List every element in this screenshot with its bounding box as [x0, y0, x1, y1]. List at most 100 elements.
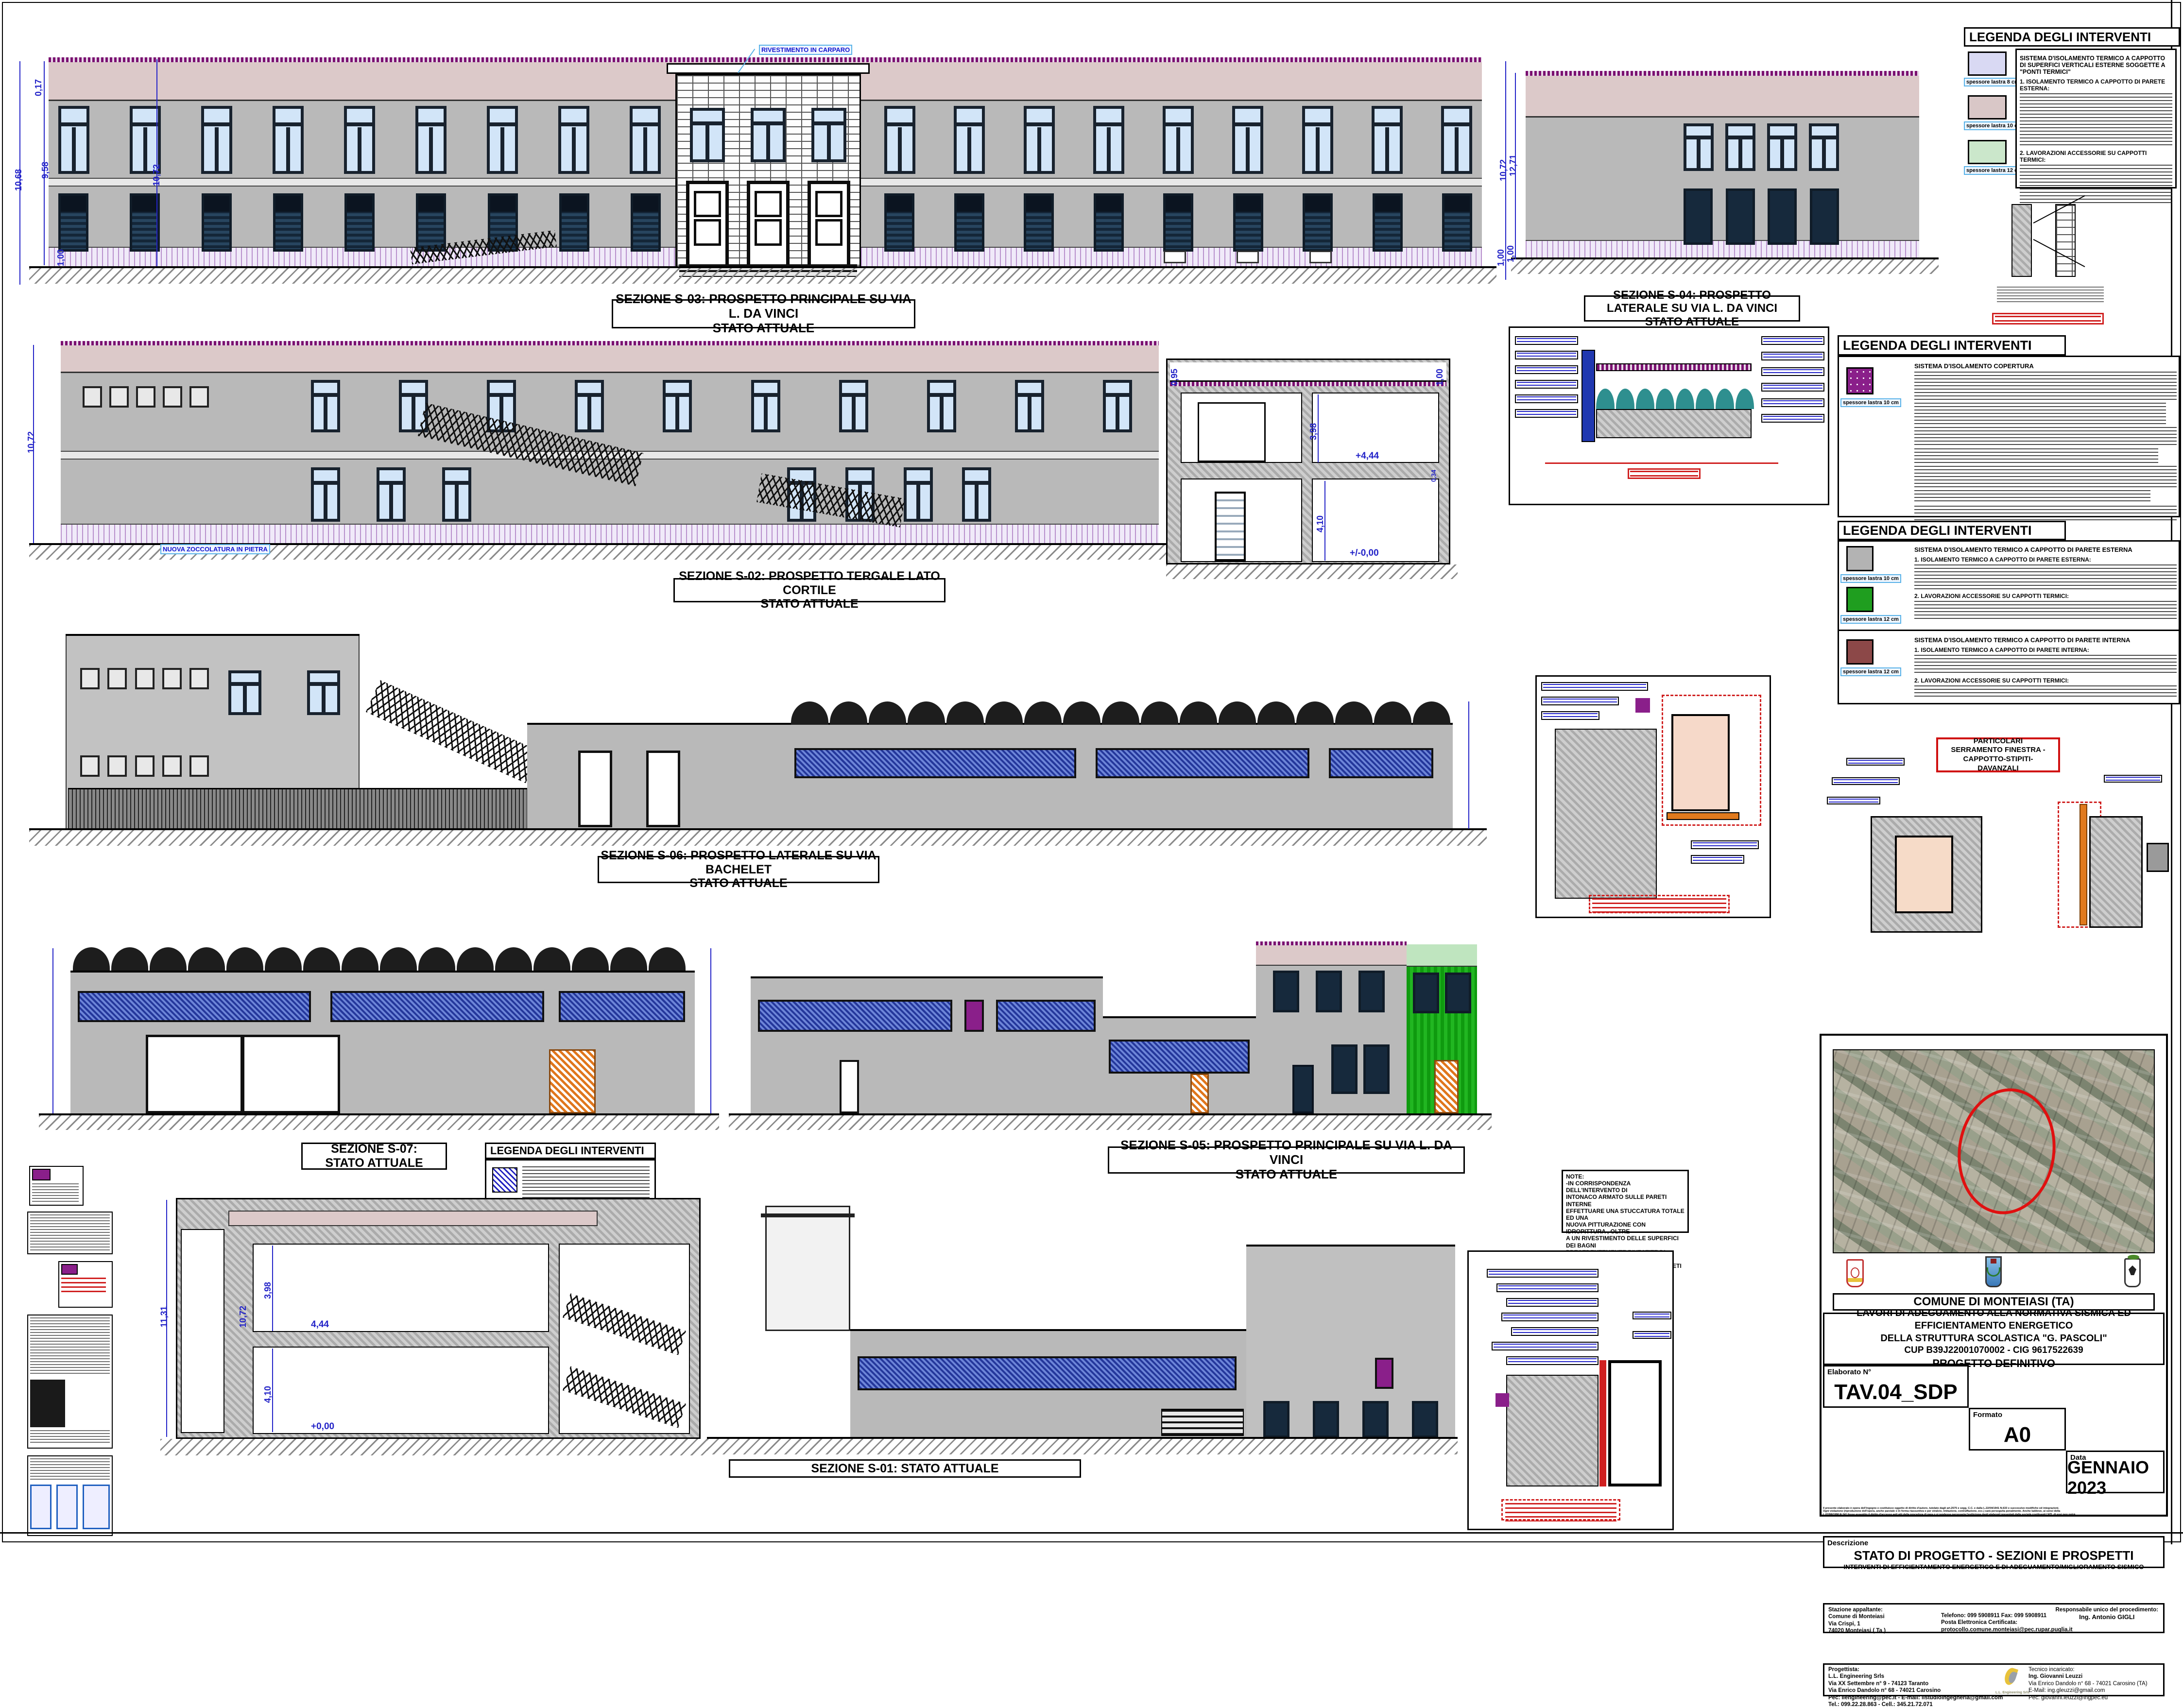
s01-ground-hatch: [160, 1439, 709, 1455]
tb-tec-label: Tecnico incaricato:: [2028, 1667, 2075, 1673]
legend-top-label-8cm: spessore lastra 8 cm: [1964, 78, 2022, 86]
window-detail-leader-label: [1691, 840, 1759, 849]
legend-mid-swatch-label: spessore lastra 10 cm: [1840, 398, 1901, 407]
s01-left-slice: [181, 1229, 224, 1433]
tb-prog-line: Via Enrico Dandolo n° 68 - 74021 Carosin…: [1828, 1688, 1941, 1694]
s05-magenta-window: [964, 1000, 984, 1032]
crest-eagle: [2129, 1265, 2136, 1275]
tb-descrizione-label: Descrizione: [1827, 1539, 1869, 1547]
roof-detail-slab: [1596, 409, 1752, 438]
swatch-label: spessore lastra 10 cm: [1843, 400, 1899, 406]
shuttered-window: [1163, 193, 1193, 252]
s06-hall-door: [646, 751, 680, 827]
s02-ground-line: [29, 543, 1166, 545]
shuttered-window: [1725, 188, 1755, 245]
shuttered-window: [1362, 1401, 1389, 1438]
mini-simulated-red-text: [61, 1278, 106, 1294]
dim-label: 10,72: [26, 431, 36, 454]
site-aerial-map: [1833, 1049, 2155, 1253]
s05-green-windows: [1413, 973, 1471, 1013]
s06-small-windows-row2: [80, 755, 209, 777]
vault-arc: [908, 701, 945, 725]
s05-door: [840, 1060, 859, 1113]
s06-vaulted-roof: [791, 701, 1452, 725]
vault-arc: [1141, 701, 1178, 725]
small-window: [107, 668, 127, 689]
particolari-leader-label: [1846, 758, 1905, 766]
mini-simulated-text: [30, 1317, 110, 1376]
sec2-roof-hatch: [1170, 382, 1446, 386]
dim-line: [1505, 61, 1506, 280]
vault-arc: [150, 947, 187, 971]
level-label: 4,44: [311, 1319, 329, 1330]
s05-right-upper-windows: [1273, 971, 1385, 1012]
entrance-door: [747, 181, 790, 271]
legend-low-heading-ext: SISTEMA D'ISOLAMENTO TERMICO A CAPPOTTO …: [1914, 546, 2132, 553]
wall-layer-caption-simulated: [1997, 287, 2104, 303]
window: [751, 108, 786, 162]
shuttered-window: [1684, 188, 1713, 245]
vault-arc: [342, 947, 378, 971]
vault-arc: [946, 701, 984, 725]
vault-arc: [1656, 389, 1674, 409]
s02-title-line1: SEZIONE S-02: PROSPETTO TERGALE LATO COR…: [679, 569, 940, 597]
window-detail-wall: [1555, 729, 1657, 899]
s07-opening-mullion: [241, 1035, 244, 1113]
s05-right-lower-windows: [1331, 1044, 1390, 1094]
r5-ground-line: [707, 1437, 1458, 1439]
tb-stazione-line: protocollo.comune.monteiasi@pec.rupar.pu…: [1941, 1626, 2073, 1633]
window-detail-leader-label: [1541, 711, 1599, 720]
legend-low-heading-int: SISTEMA D'ISOLAMENTO TERMICO A CAPPOTTO …: [1914, 636, 2131, 644]
shuttered-window: [1313, 1401, 1339, 1438]
s06-ground-hatch: [29, 830, 1487, 846]
vault-arc: [791, 701, 828, 725]
vault-arc: [1102, 701, 1139, 725]
shuttered-window: [1413, 973, 1439, 1013]
dim-line: [272, 1349, 273, 1432]
crest-leaves: [2128, 1255, 2139, 1260]
legend-low-lead-ext1: 1. ISOLAMENTO TERMICO A CAPPOTTO DI PARE…: [1914, 556, 2091, 563]
legend-body-simulated-text: [1914, 427, 2177, 445]
roof-detail-leader-label: [1761, 352, 1824, 360]
s05-green-band: [1407, 944, 1477, 967]
note-box: NOTE: -IN CORRISPONDENZA DELL'INTERVENTO…: [1562, 1170, 1689, 1297]
legend-low-lead2b: 2. LAVORAZIONI ACCESSORIE SU CAPPOTTI TE…: [1914, 677, 2069, 684]
r5-tower: [765, 1206, 850, 1331]
tb-stazione-line: Posta Elettronica Certificata:: [1941, 1620, 2018, 1626]
s06-left-roofline: [66, 634, 360, 636]
window: [58, 106, 89, 174]
s07-window-band: [559, 991, 685, 1022]
vault-arc: [457, 947, 494, 971]
swatch-label: spessore lastra 12 cm: [1843, 616, 1899, 622]
dim-label: 10,68: [14, 169, 24, 191]
vault-arc: [830, 701, 867, 725]
roof-detail-leader-label: [1515, 409, 1578, 418]
dim-label: 0,95: [1169, 368, 1180, 386]
s05-left-roofline: [751, 976, 1103, 978]
window: [1302, 106, 1333, 174]
tb-stazione-line: Telefono: 099 5908911 Fax: 099 5908911: [1941, 1613, 2047, 1619]
roof-detail-leader-label: [1761, 414, 1824, 423]
small-window: [107, 755, 127, 777]
swatch-label: spessore lastra 10 cm: [1966, 123, 2022, 129]
s05-title-line1: SEZIONE S-05: PROSPETTO PRINCIPALE SU VI…: [1120, 1138, 1452, 1167]
r5-right-roofline: [1246, 1245, 1455, 1247]
small-window: [189, 755, 209, 777]
legend-top-title: LEGENDA DEGLI INTERVENTI: [1964, 27, 2180, 47]
dim-label: 9,58: [40, 161, 51, 179]
s06-window-band: [1096, 748, 1309, 778]
shuttered-window: [416, 193, 447, 252]
crest-crown: [1848, 1278, 1862, 1282]
window: [1014, 380, 1044, 432]
s07-title-line2: STATO ATTUALE: [325, 1156, 423, 1170]
legend-mid-title: LEGENDA DEGLI INTERVENTI: [1838, 335, 2066, 356]
legend-low-label-gray: spessore lastra 10 cm: [1840, 574, 1901, 583]
s04-ground-line: [1511, 257, 1939, 259]
r5-window-band: [858, 1356, 1237, 1390]
shuttered-window: [1768, 188, 1797, 245]
zoccolatura-annotation: NUOVA ZOCCOLATURA IN PIETRA: [160, 544, 270, 554]
window: [1102, 380, 1132, 432]
shuttered-window: [1358, 971, 1385, 1012]
s07-vaulted-roof: [73, 947, 690, 971]
